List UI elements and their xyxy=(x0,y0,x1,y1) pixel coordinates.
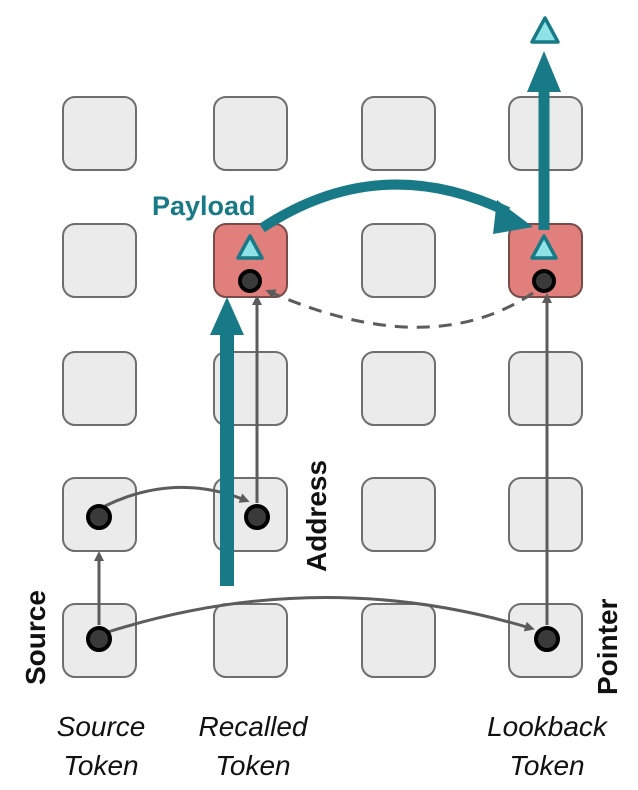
source-node-row4 xyxy=(86,626,112,652)
column-label: Token xyxy=(63,750,138,781)
grid-cell xyxy=(213,96,288,171)
payload-triangle-icon xyxy=(236,234,264,260)
pointer-label: Pointer xyxy=(592,598,623,695)
recalled-node-row1 xyxy=(238,269,262,293)
address-label: Address xyxy=(301,460,332,572)
arrow-lookback-to-recalled-dashed xyxy=(265,289,534,329)
lookback-node-row4 xyxy=(534,626,560,652)
grid-cell xyxy=(62,96,137,171)
teal-arrow-payload-transfer xyxy=(259,179,511,233)
column-label: Recalled xyxy=(199,711,309,742)
payload-triangles xyxy=(236,16,560,260)
grid-cell xyxy=(361,223,436,298)
gray-arrows xyxy=(94,289,552,634)
recalled-node-row3 xyxy=(244,504,270,530)
column-labels: Source Token Recalled Token Lookback Tok… xyxy=(57,711,609,781)
source-node-row3 xyxy=(86,504,112,530)
payload-triangle-icon xyxy=(530,234,558,260)
grid-cell xyxy=(361,603,436,678)
nodes xyxy=(86,269,560,652)
column-label: Source xyxy=(57,711,146,742)
grid-cell xyxy=(62,223,137,298)
teal-arrows xyxy=(210,51,561,586)
column-label: Lookback xyxy=(487,711,609,742)
payload-label: Payload xyxy=(152,191,256,221)
grid-cell xyxy=(361,477,436,552)
column-label: Token xyxy=(215,750,290,781)
source-label: Source xyxy=(20,590,51,685)
grid-cell xyxy=(213,603,288,678)
column-label: Token xyxy=(509,750,584,781)
grid-cell-highlighted xyxy=(213,223,288,298)
lookback-node-row1 xyxy=(532,269,556,293)
token-grid xyxy=(62,96,583,678)
grid-cell xyxy=(361,96,436,171)
grid-cell xyxy=(62,351,137,426)
arrow-source-to-lookback xyxy=(107,595,535,634)
output-triangle-icon xyxy=(530,16,560,44)
grid-cell xyxy=(361,351,436,426)
